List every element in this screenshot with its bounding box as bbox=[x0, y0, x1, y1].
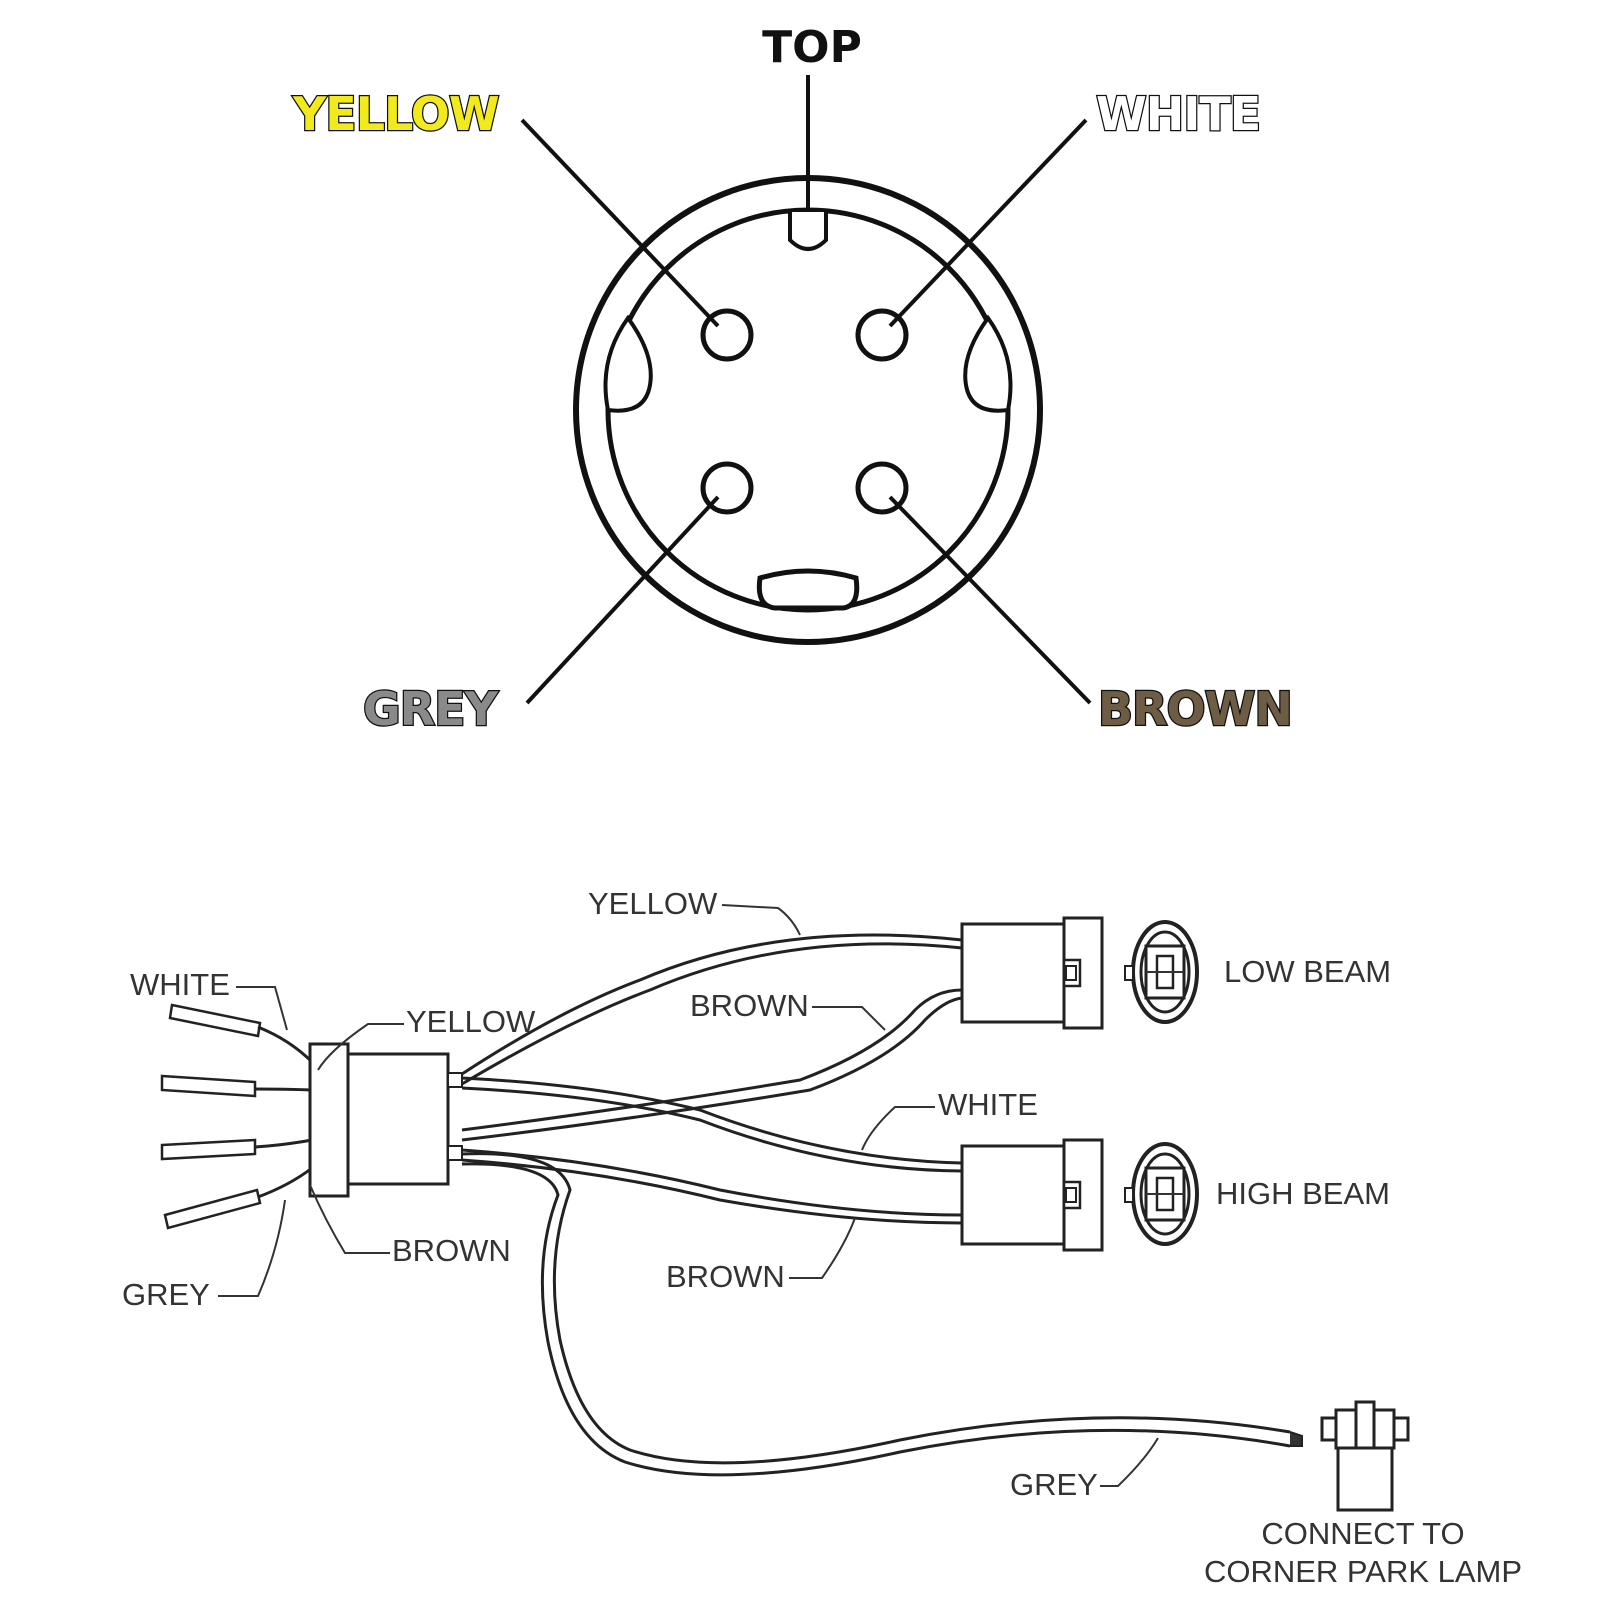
left-key-notch bbox=[603, 314, 653, 413]
white-left-label: WHITE bbox=[130, 967, 230, 1002]
connector-outer-ring bbox=[573, 175, 1043, 645]
pigtail-pin bbox=[163, 1188, 262, 1230]
low-beam-lamp-socket bbox=[1124, 920, 1199, 1024]
high-beam-connector bbox=[960, 1138, 1104, 1252]
yellow-top-label: YELLOW bbox=[588, 886, 718, 921]
grey-bottom-label: GREY bbox=[1010, 1467, 1098, 1502]
park-lamp-label-line2: CORNER PARK LAMP bbox=[1204, 1554, 1522, 1589]
white-mid-label: WHITE bbox=[938, 1087, 1038, 1122]
yellow-leader-line bbox=[520, 118, 720, 328]
pigtail-pins bbox=[160, 1003, 314, 1230]
harness-wires bbox=[461, 933, 1303, 1477]
low-beam-label: LOW BEAM bbox=[1224, 954, 1391, 989]
white-leader-line bbox=[888, 118, 1088, 328]
brown-leader-line bbox=[888, 495, 1092, 705]
right-key-notch bbox=[963, 314, 1013, 413]
harness-leader-lines bbox=[218, 904, 1159, 1487]
brown-label: BROWN bbox=[1098, 682, 1292, 736]
pigtail-pin bbox=[168, 1003, 262, 1038]
park-lamp-label-line1: CONNECT TO bbox=[1261, 1516, 1464, 1551]
high-beam-lamp-socket bbox=[1124, 1142, 1199, 1246]
grey-left-label: GREY bbox=[122, 1277, 210, 1312]
bottom-key-slot bbox=[756, 568, 860, 611]
pigtail-pin bbox=[160, 1138, 257, 1161]
pigtail-pin bbox=[160, 1074, 257, 1098]
connector-face-view: TOP YELLOW WHITE GREY BROWN bbox=[291, 22, 1294, 737]
top-key-notch bbox=[788, 212, 828, 251]
low-beam-connector bbox=[960, 916, 1104, 1030]
brown-low-beam-label: BROWN bbox=[690, 988, 809, 1023]
white-label: WHITE bbox=[1096, 87, 1260, 141]
main-harness-connector bbox=[308, 1042, 463, 1198]
brown-left-label: BROWN bbox=[392, 1233, 511, 1268]
top-label: TOP bbox=[762, 22, 862, 73]
yellow-label: YELLOW bbox=[292, 87, 499, 141]
harness-diagram: YELLOW WHITE YELLOW BROWN WHITE BROWN GR… bbox=[122, 886, 1522, 1589]
high-beam-label: HIGH BEAM bbox=[1216, 1176, 1390, 1211]
brown-high-beam-label: BROWN bbox=[666, 1259, 785, 1294]
grey-leader-line bbox=[525, 495, 720, 705]
yellow-left-label: YELLOW bbox=[406, 1004, 536, 1039]
park-lamp-connector bbox=[1320, 1400, 1410, 1512]
grey-label: GREY bbox=[363, 682, 499, 736]
